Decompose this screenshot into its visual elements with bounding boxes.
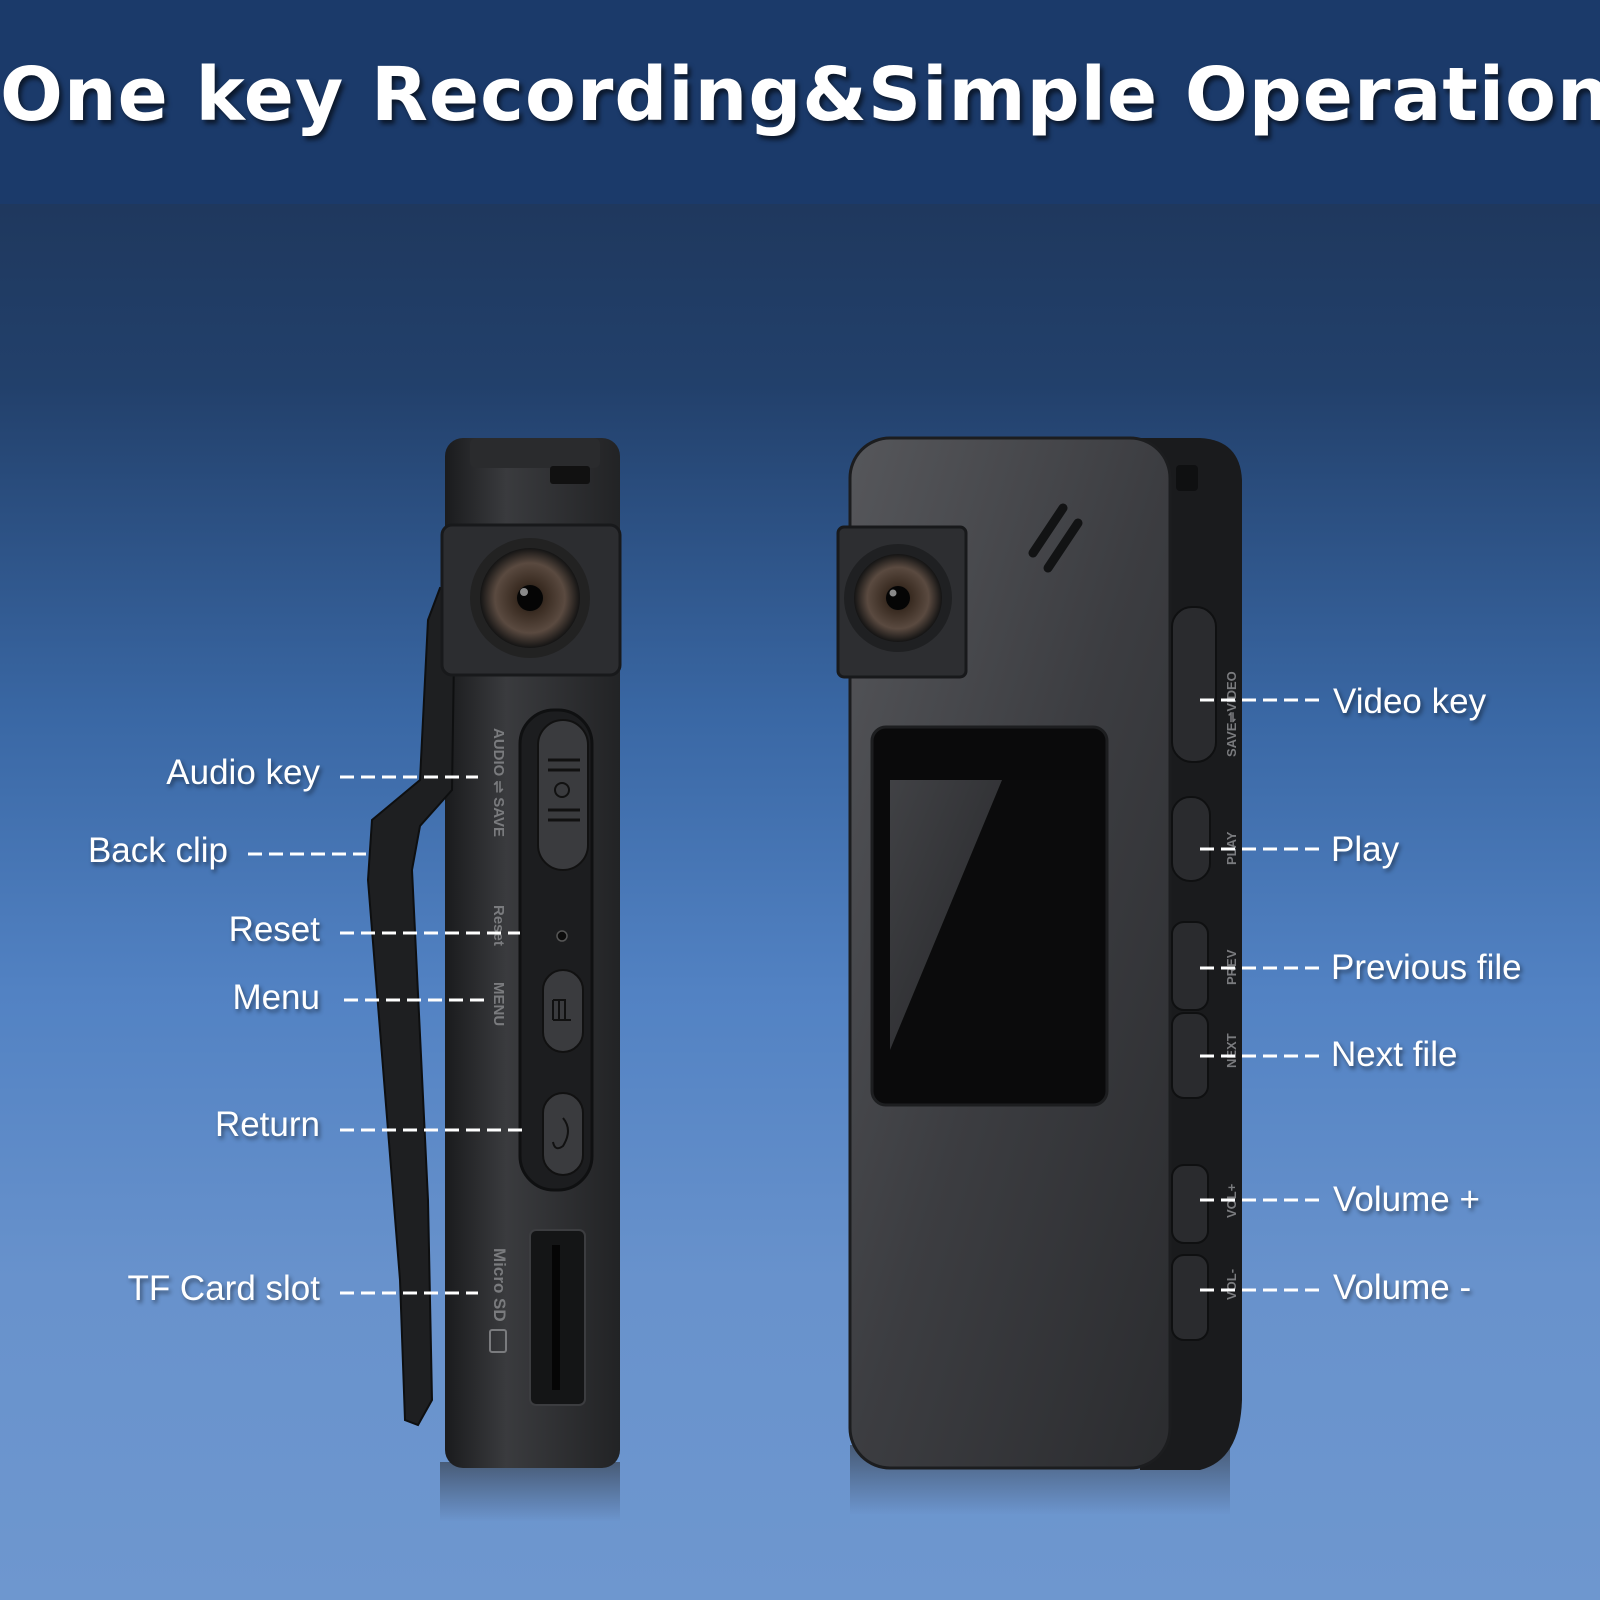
side-lens-glint <box>520 588 528 596</box>
menu-icon <box>552 999 571 1021</box>
callout-back-clip: Back clip <box>87 831 228 870</box>
banner-title: One key Recording&Simple Operation <box>0 52 1600 138</box>
callout-video-key: Video key <box>1333 682 1487 721</box>
callout-return: Return <box>214 1105 320 1144</box>
micro-sd-engraving: Micro SD <box>490 1248 509 1322</box>
play-button[interactable] <box>1171 796 1211 882</box>
callout-volume-up: Volume + <box>1333 1180 1480 1219</box>
return-button[interactable] <box>542 1092 584 1176</box>
callout-menu: Menu <box>232 978 320 1017</box>
return-icon <box>552 1117 569 1150</box>
audio-save-switch[interactable] <box>537 719 589 871</box>
previous-file-button[interactable] <box>1171 921 1209 1011</box>
reset-pinhole[interactable] <box>556 930 568 942</box>
audio-save-engraving: AUDIO ⇌ SAVE <box>490 728 507 837</box>
save-video-engraving: SAVE⇌VIDEO <box>1224 671 1239 757</box>
callout-play: Play <box>1331 830 1400 869</box>
side-view-device: AUDIO ⇌ SAVE Reset MENU Micro SD <box>366 438 622 1522</box>
reset-engraving: Reset <box>490 905 507 946</box>
side-top-cap <box>470 438 600 468</box>
lanyard-hole <box>550 466 590 484</box>
callout-previous-file: Previous file <box>1331 948 1522 987</box>
side-device-reflection <box>440 1462 620 1522</box>
front-lens-center <box>886 586 910 610</box>
speaker-grille-slot <box>1043 518 1083 573</box>
screen-glare <box>890 780 1002 1050</box>
menu-button[interactable] <box>542 969 584 1053</box>
speaker-grille-slot <box>1028 503 1068 558</box>
vol-minus-engraving: VOL- <box>1224 1269 1239 1300</box>
volume-down-button[interactable] <box>1171 1254 1209 1341</box>
next-engraving: NEXT <box>1224 1033 1239 1068</box>
callout-reset: Reset <box>228 910 320 949</box>
callout-audio-key: Audio key <box>166 753 320 792</box>
callout-tf-card-slot: TF Card slot <box>127 1269 320 1308</box>
volume-up-button[interactable] <box>1171 1164 1209 1244</box>
video-key-switch[interactable] <box>1171 606 1217 763</box>
front-view-device: SAVE⇌VIDEO PLAY PREV NEXT VOL+ VOL- <box>836 436 1242 1515</box>
tf-card-opening <box>552 1245 560 1390</box>
title-banner: One key Recording&Simple Operation <box>0 0 1600 204</box>
callout-volume-down: Volume - <box>1333 1268 1472 1307</box>
front-lanyard-hole <box>1176 465 1198 491</box>
sd-card-icon <box>489 1329 507 1353</box>
menu-engraving: MENU <box>490 982 507 1026</box>
back-clip <box>366 586 457 1427</box>
callout-leaders <box>248 698 1325 1295</box>
front-lens-glint <box>889 589 897 597</box>
side-lens-center <box>517 585 543 611</box>
callout-next-file: Next file <box>1331 1035 1458 1074</box>
switch-dot <box>554 782 570 798</box>
